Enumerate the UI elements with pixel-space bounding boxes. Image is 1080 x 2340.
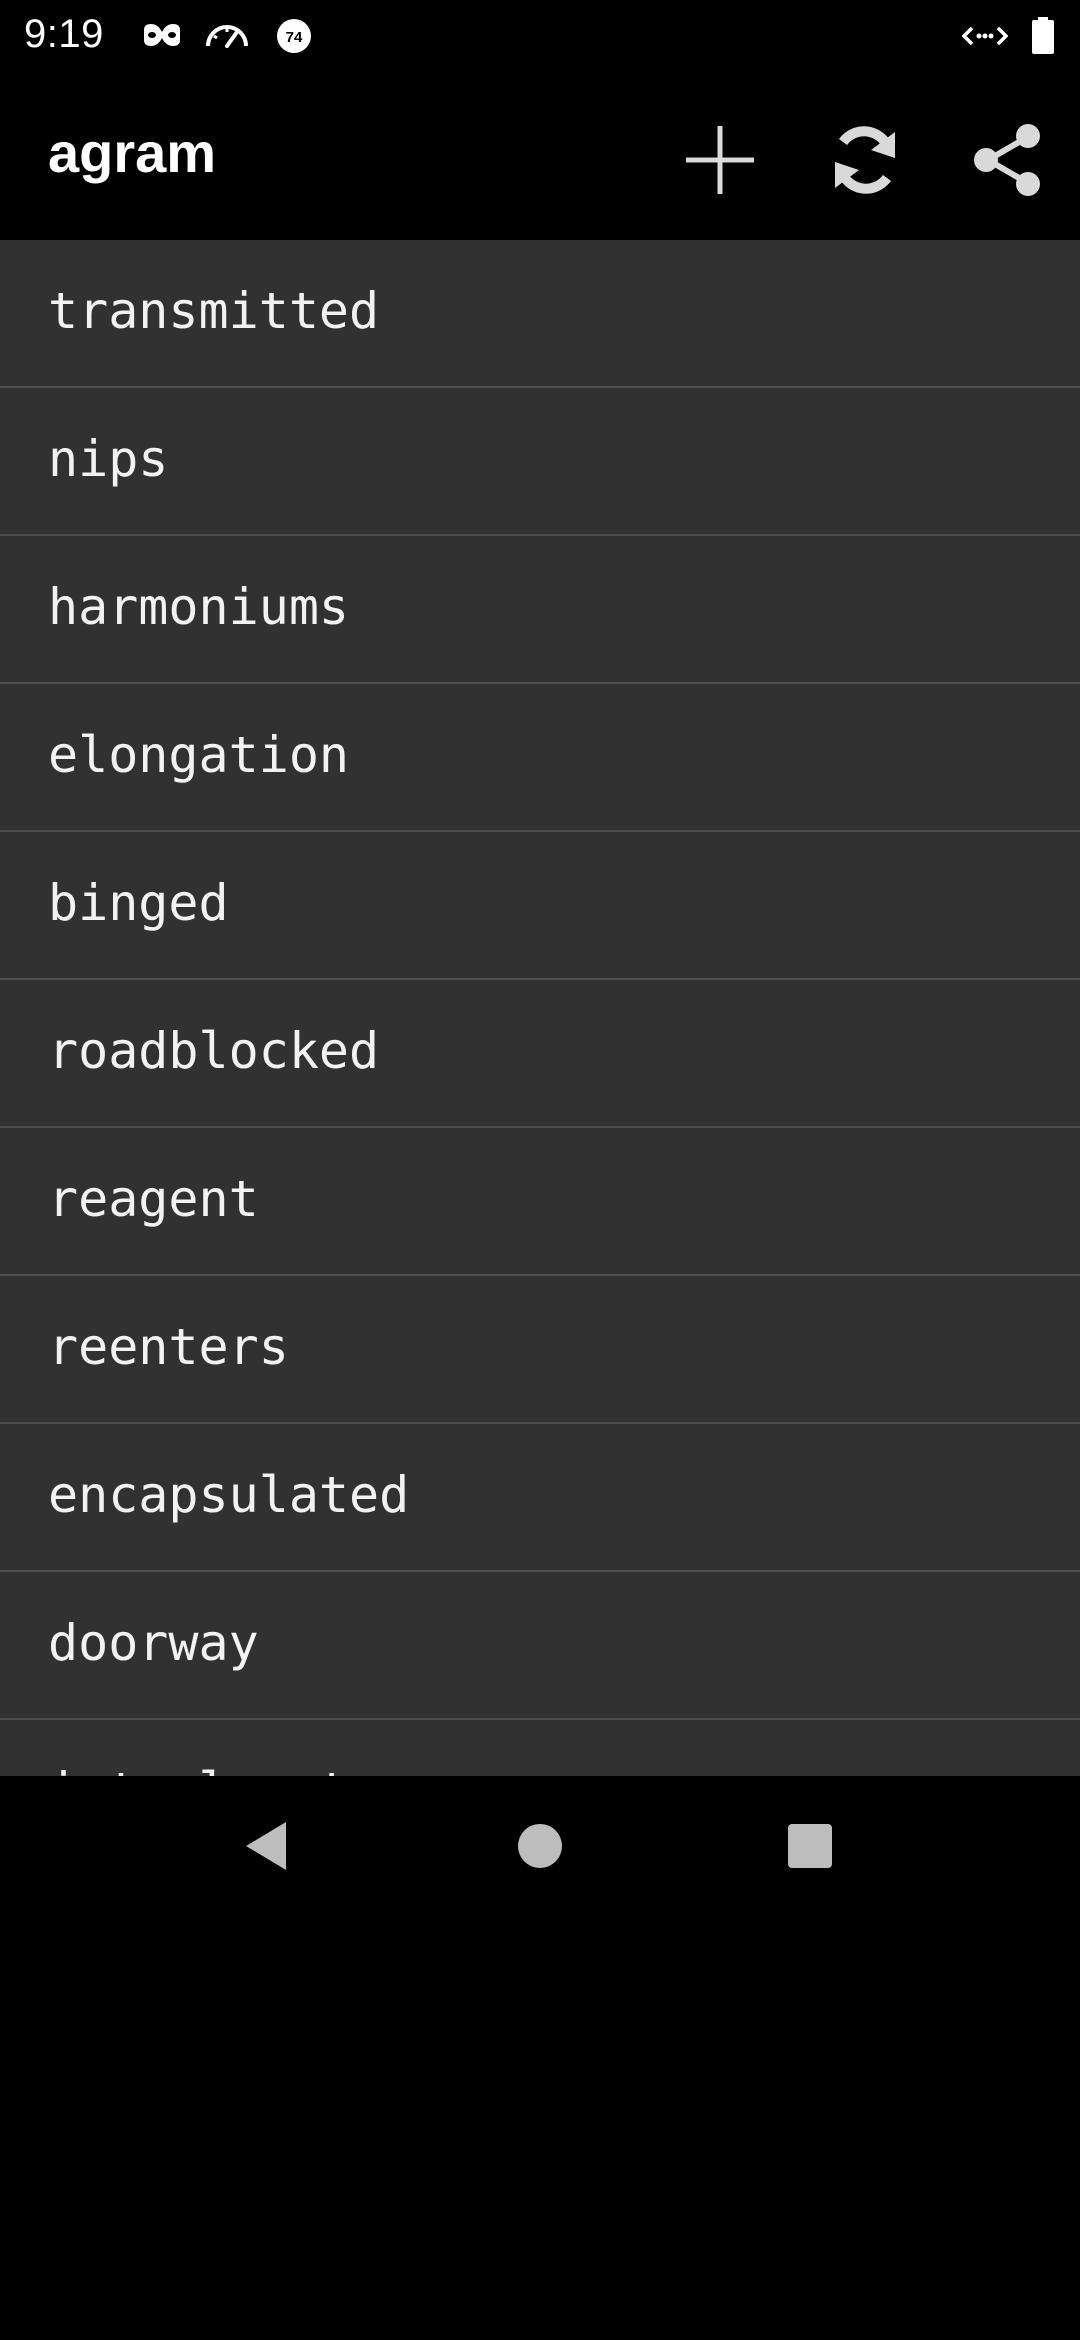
refresh-button[interactable] <box>817 112 913 208</box>
list-item[interactable]: nips <box>0 388 1080 536</box>
battery-icon <box>1030 16 1056 56</box>
list-item-label: nips <box>48 430 169 488</box>
list-item[interactable]: harmoniums <box>0 536 1080 684</box>
list-item-label: binged <box>48 874 229 932</box>
recents-button[interactable] <box>760 1796 860 1896</box>
back-icon <box>246 1822 286 1870</box>
notification-badge-count: 74 <box>286 29 303 46</box>
share-icon <box>974 124 1040 196</box>
status-bar: 9:19 74 <box>0 0 1080 72</box>
notification-badge-icon: 74 <box>274 16 314 56</box>
speedometer-icon <box>204 16 250 56</box>
list-item-label: roadblocked <box>48 1022 380 1080</box>
status-time: 9:19 <box>24 12 104 56</box>
plus-icon <box>686 126 754 194</box>
recents-icon <box>788 1824 832 1868</box>
app-title: agram <box>48 121 217 184</box>
list-item-label: elongation <box>48 726 350 784</box>
list-item[interactable]: reagent <box>0 1128 1080 1276</box>
empty-area <box>0 1920 1080 2340</box>
refresh-icon <box>835 126 895 194</box>
list-item[interactable]: doorway <box>0 1572 1080 1720</box>
app-bar: agram <box>0 72 1080 240</box>
word-list[interactable]: transmitted nips harmoniums elongation b… <box>0 240 1080 1776</box>
list-item[interactable]: transmitted <box>0 240 1080 388</box>
back-button[interactable] <box>218 1796 318 1896</box>
list-item-label: doorway <box>48 1614 259 1672</box>
list-item[interactable]: elongation <box>0 684 1080 832</box>
list-item[interactable]: interlocutors <box>0 1720 1080 1776</box>
list-item-label: harmoniums <box>48 578 350 636</box>
navigation-bar <box>0 1776 1080 1920</box>
list-item-label: reenters <box>48 1318 289 1376</box>
list-item-label: encapsulated <box>48 1466 410 1524</box>
list-item[interactable]: binged <box>0 832 1080 980</box>
list-item[interactable]: encapsulated <box>0 1424 1080 1572</box>
home-icon <box>518 1824 562 1868</box>
list-item[interactable]: reenters <box>0 1276 1080 1424</box>
list-item-label: reagent <box>48 1170 259 1228</box>
list-item-label: transmitted <box>48 282 380 340</box>
add-button[interactable] <box>672 112 768 208</box>
list-item-label: interlocutors <box>48 1762 439 1776</box>
share-button[interactable] <box>960 112 1056 208</box>
incognito-mask-icon <box>140 16 184 56</box>
list-item[interactable]: roadblocked <box>0 980 1080 1128</box>
home-button[interactable] <box>490 1796 590 1896</box>
data-sync-icon <box>961 16 1009 56</box>
